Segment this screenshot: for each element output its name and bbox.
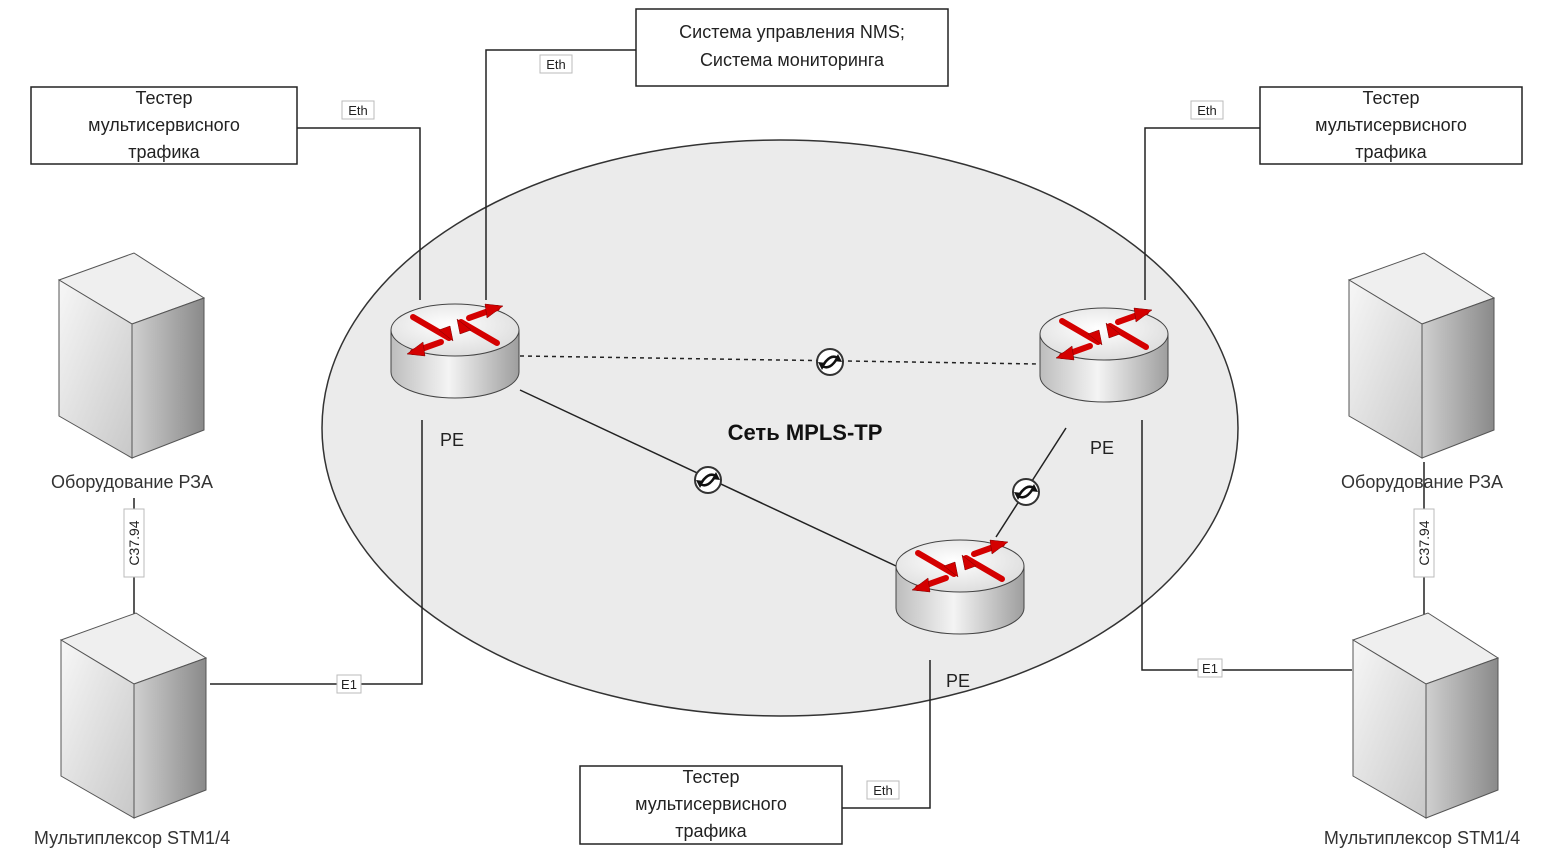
link-label-c3794-left: C37.94 <box>123 508 145 578</box>
link-mux-right-e1 <box>1141 420 1352 671</box>
svg-text:Eth: Eth <box>873 783 893 798</box>
tester-box-right: Тестер мультисервисного трафика <box>1259 86 1523 165</box>
mux-label-left: Мультиплексор STM1/4 <box>34 828 230 848</box>
link-tester-right-eth <box>1144 127 1260 300</box>
mux-server-icon-right <box>1352 612 1499 819</box>
link-icon-top <box>815 347 845 377</box>
svg-text:Eth: Eth <box>1197 103 1217 118</box>
pe-label-bottom: PE <box>946 671 970 691</box>
link-nms-eth <box>485 49 636 300</box>
link-pe-left-pe-right <box>519 355 1041 365</box>
link-icon-left <box>693 465 723 495</box>
pe-label-right: PE <box>1090 438 1114 458</box>
mux-server-icon-left <box>60 612 207 819</box>
link-mux-left-e1 <box>210 420 423 685</box>
tester-box-left: Тестер мультисервисного трафика <box>30 86 298 165</box>
svg-text:Eth: Eth <box>348 103 368 118</box>
tester-right-line3: трафика <box>1355 142 1427 162</box>
network-title: Сеть MPLS-TP <box>728 420 883 445</box>
pe-label-left: PE <box>440 430 464 450</box>
link-label-eth-left: Eth <box>341 100 375 120</box>
router-icon-left <box>391 304 519 398</box>
rza-server-icon-right <box>1348 252 1495 459</box>
link-label-eth-bottom: Eth <box>866 780 900 800</box>
tester-left-line1: Тестер <box>135 88 192 108</box>
tester-bottom-line1: Тестер <box>682 767 739 787</box>
rza-server-icon-left <box>58 252 205 459</box>
svg-text:C37.94: C37.94 <box>126 520 142 565</box>
nms-box: Система управления NMS; Система монитори… <box>635 8 949 87</box>
link-label-eth-nms: Eth <box>539 54 573 74</box>
tester-box-bottom: Тестер мультисервисного трафика <box>579 765 843 845</box>
svg-text:Eth: Eth <box>546 57 566 72</box>
router-icon-right <box>1040 308 1168 402</box>
mux-label-right: Мультиплексор STM1/4 <box>1324 828 1520 848</box>
router-icon-bottom <box>896 540 1024 634</box>
tester-left-line3: трафика <box>128 142 200 162</box>
nms-line1: Система управления NMS; <box>679 22 905 42</box>
svg-text:C37.94: C37.94 <box>1416 520 1432 565</box>
link-label-eth-right: Eth <box>1190 100 1224 120</box>
rza-label-right: Оборудование РЗА <box>1341 472 1503 492</box>
tester-bottom-line2: мультисервисного <box>635 794 787 814</box>
link-label-e1-left: E1 <box>336 674 362 694</box>
link-label-c3794-right: C37.94 <box>1413 508 1435 578</box>
link-label-e1-right: E1 <box>1197 658 1223 678</box>
rza-label-left: Оборудование РЗА <box>51 472 213 492</box>
tester-right-line1: Тестер <box>1362 88 1419 108</box>
nms-line2: Система мониторинга <box>700 50 885 70</box>
svg-text:E1: E1 <box>341 677 357 692</box>
tester-left-line2: мультисервисного <box>88 115 240 135</box>
tester-bottom-line3: трафика <box>675 821 747 841</box>
link-tester-left-eth <box>297 127 421 300</box>
link-icon-right <box>1011 477 1041 507</box>
svg-text:E1: E1 <box>1202 661 1218 676</box>
link-tester-bottom-eth <box>842 660 931 809</box>
tester-right-line2: мультисервисного <box>1315 115 1467 135</box>
